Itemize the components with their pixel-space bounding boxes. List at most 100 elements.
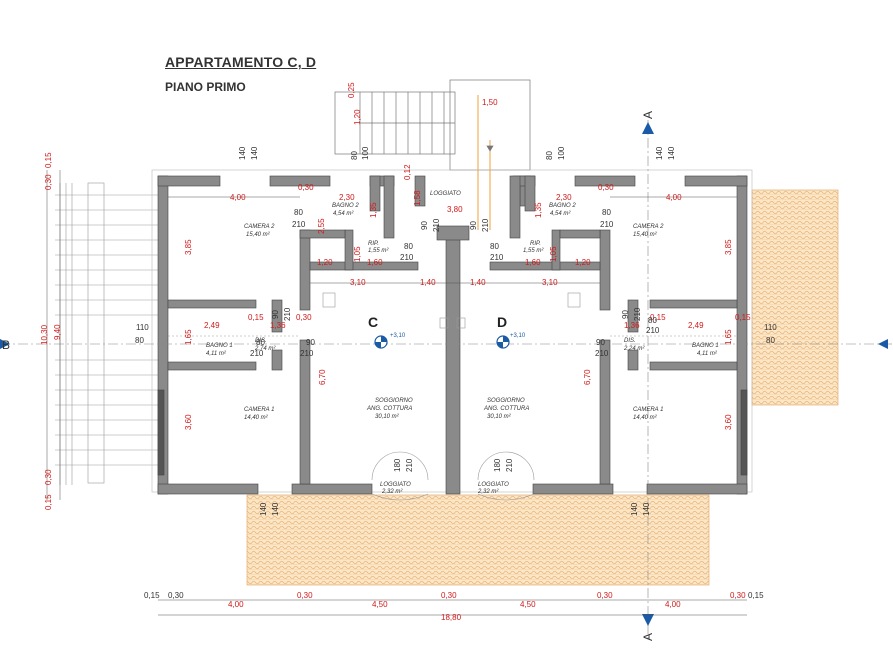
dim-label: 3,10 <box>350 278 366 287</box>
dim-label: 1,35 <box>534 202 543 218</box>
dim-label: 0,30 <box>44 174 53 190</box>
interior-details <box>168 292 737 501</box>
dim-label: 9,40 <box>53 324 62 340</box>
dim-label: 3,80 <box>447 205 463 214</box>
dim-label: 0,30 <box>297 591 313 600</box>
room-area: 4,11 m² <box>697 351 718 357</box>
terrace-right <box>751 189 839 406</box>
dim-label: 140 <box>642 502 651 516</box>
dim-label: 4,00 <box>230 193 246 202</box>
dim-label: 0,15 <box>44 494 53 510</box>
dim-label: 80 <box>294 208 303 217</box>
dim-label: 6,70 <box>318 369 327 385</box>
dim-label: 2,30 <box>339 193 355 202</box>
section-arrow-top <box>642 122 654 134</box>
room-area: 4,54 m² <box>333 211 354 217</box>
dim-label: 1,36 <box>270 321 286 330</box>
dim-label: 80 <box>350 151 359 160</box>
dim-label: 210 <box>432 218 441 232</box>
unit-label-c: C <box>368 314 378 330</box>
dim-label: 4,00 <box>666 193 682 202</box>
black-dimensions: 0,15 0,30 0,15 110 80 110 80 80 210 80 2… <box>135 208 777 600</box>
dim-label: 180 <box>393 458 402 472</box>
room-name: BAGNO 2 <box>332 203 359 209</box>
dim-label: 140 <box>271 502 280 516</box>
elevation-label-c: +3,10 <box>390 333 406 339</box>
dim-label: 1,60 <box>367 258 383 267</box>
room-name: DIS. <box>624 338 636 344</box>
dim-label: 2,55 <box>317 218 326 234</box>
room-name: SOGGIORNO <box>375 398 413 404</box>
dim-label: 210 <box>250 349 264 358</box>
section-label-b: B <box>2 338 10 352</box>
dim-label: 3,85 <box>184 239 193 255</box>
dim-label: 3,10 <box>542 278 558 287</box>
dim-label: 1,65 <box>724 329 733 345</box>
section-arrow-bottom <box>642 614 654 626</box>
dim-label: 3,85 <box>724 239 733 255</box>
section-label-a-bottom: A <box>641 633 655 641</box>
dim-label: 0,30 <box>296 313 312 322</box>
dim-label: 1,50 <box>482 98 498 107</box>
room-area: 30,10 m² <box>487 414 512 420</box>
dim-label: 1,65 <box>184 329 193 345</box>
dim-label: 140 <box>238 146 247 160</box>
room-area: 2,32 m² <box>381 489 403 495</box>
room-name-2: ANG. COTTURA <box>366 406 412 412</box>
dim-label: 100 <box>361 146 370 160</box>
dim-label: 0,30 <box>168 591 184 600</box>
room-area: 2,24 m² <box>623 346 645 352</box>
room-area: 2,32 m² <box>477 489 499 495</box>
dim-label: 80 <box>490 242 499 251</box>
room-area: 2,74 m² <box>254 346 276 352</box>
dim-label: 110 <box>764 323 777 332</box>
dim-label: 140 <box>667 146 676 160</box>
dim-label: 10,30 <box>40 324 49 345</box>
room-area: 15,40 m² <box>246 232 271 238</box>
dim-label: 0,15 <box>650 313 666 322</box>
dim-label: 2,30 <box>556 193 572 202</box>
room-name: CAMERA 2 <box>633 224 664 230</box>
dim-label: 210 <box>600 220 614 229</box>
dim-label: 0,30 <box>44 469 53 485</box>
room-name: CAMERA 1 <box>633 407 663 413</box>
room-name: LOGGIATO <box>478 482 509 488</box>
dim-label: 1,20 <box>575 258 591 267</box>
dim-label: 1,05 <box>549 246 558 262</box>
dim-label: 140 <box>630 502 639 516</box>
dim-label: 0,15 <box>144 591 160 600</box>
dim-label: 90 <box>469 221 478 230</box>
dim-label: 210 <box>595 349 609 358</box>
dim-label: 1,20 <box>353 109 362 125</box>
dim-label: 210 <box>646 326 660 335</box>
dim-label: 1,40 <box>470 278 486 287</box>
dim-label: 140 <box>655 146 664 160</box>
dim-label: 0,30 <box>730 591 746 600</box>
dim-label: 90 <box>271 310 280 319</box>
dim-label: 1,35 <box>369 202 378 218</box>
room-area: 4,54 m² <box>550 211 571 217</box>
room-area: 15,40 m² <box>633 232 658 238</box>
dim-label: 210 <box>292 220 306 229</box>
dim-label: 80 <box>766 336 775 345</box>
room-area: 14,40 m² <box>633 415 658 421</box>
room-area: 30,10 m² <box>375 414 400 420</box>
dim-label: 210 <box>405 458 414 472</box>
dim-label: 4,00 <box>228 600 244 609</box>
red-dimensions: 1,50 4,00 0,30 2,30 3,80 2,30 0,30 4,00 … <box>204 98 751 622</box>
dim-label: 90 <box>596 338 605 347</box>
dim-label: 110 <box>136 323 149 332</box>
dim-label: 4,00 <box>665 600 681 609</box>
dim-label: 0,25 <box>347 82 356 98</box>
dim-label: 6,70 <box>583 369 592 385</box>
room-name: SOGGIORNO <box>487 398 525 404</box>
dim-label: 210 <box>505 458 514 472</box>
terrace-bottom <box>246 494 710 586</box>
dim-label: 210 <box>300 349 314 358</box>
dim-label: 4,50 <box>520 600 536 609</box>
section-label-a-top: A <box>641 111 655 119</box>
walls <box>157 175 748 495</box>
dimension-lines <box>46 170 747 616</box>
dim-label: 80 <box>404 242 413 251</box>
